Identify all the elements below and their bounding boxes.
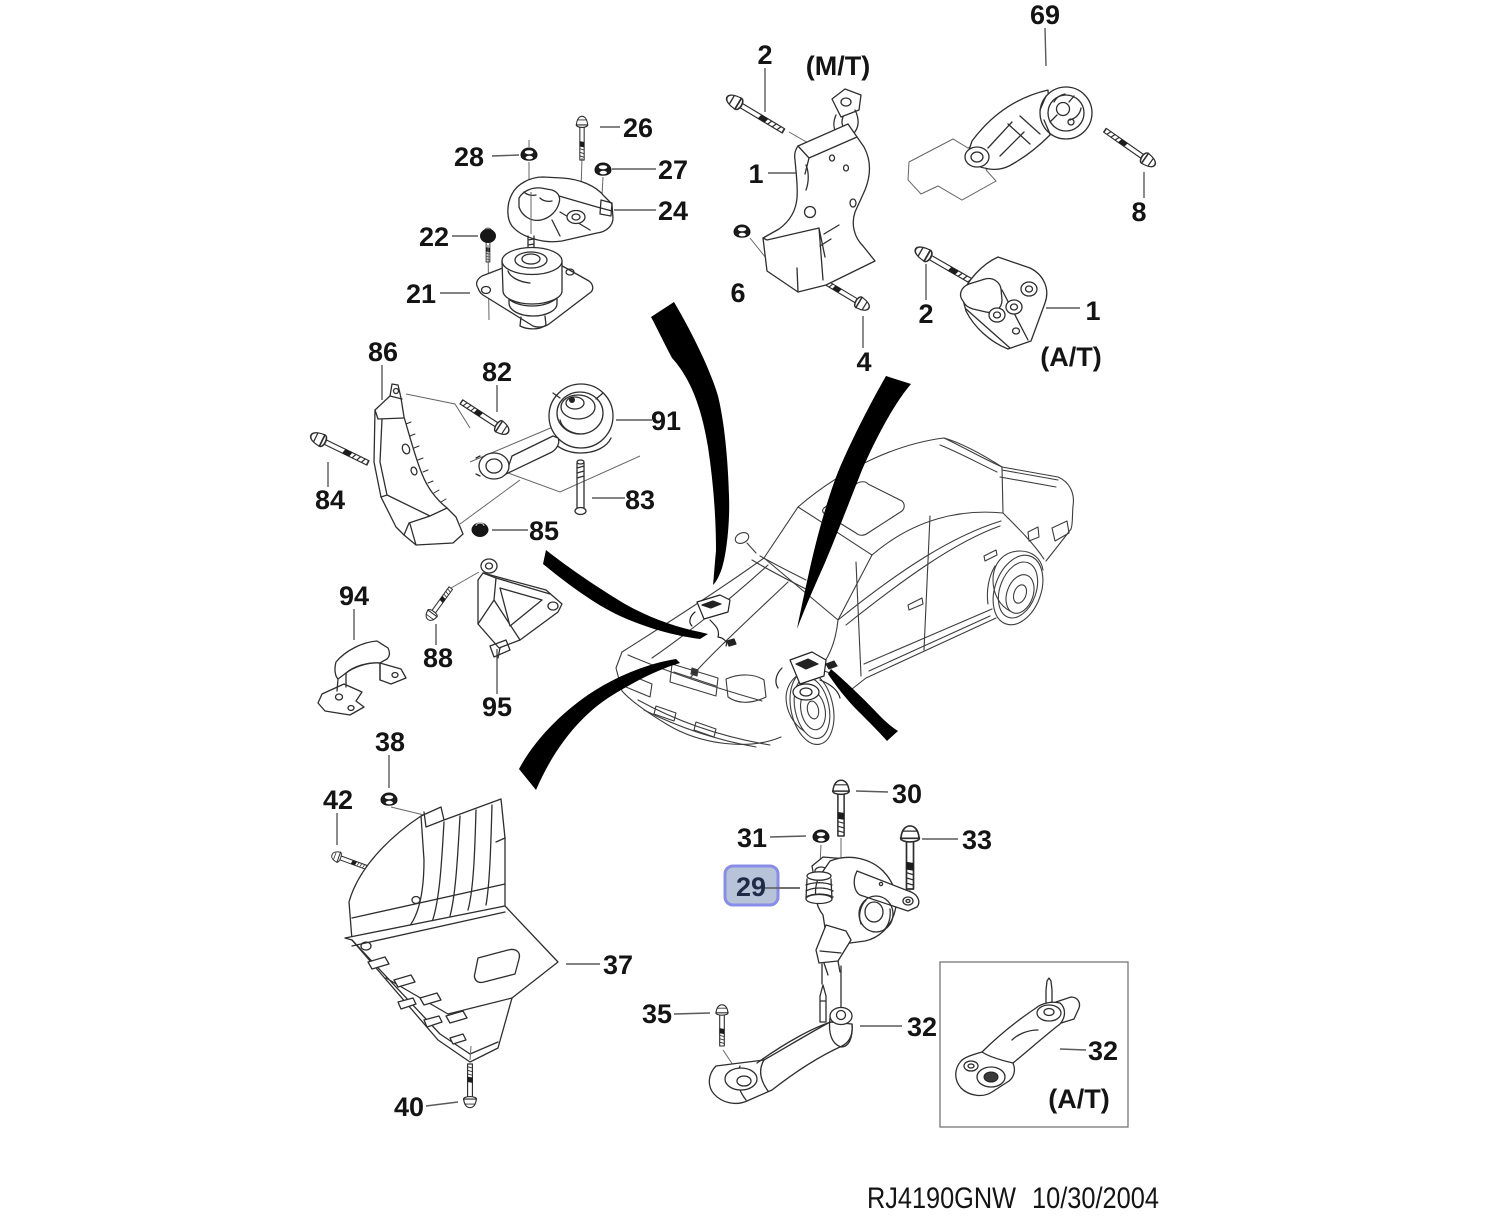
svg-text:(A/T): (A/T)	[1040, 342, 1101, 372]
svg-text:24: 24	[658, 196, 688, 226]
svg-text:33: 33	[962, 825, 992, 855]
svg-text:4: 4	[856, 347, 871, 377]
svg-text:RJ4190GNW: RJ4190GNW	[867, 1182, 1017, 1215]
svg-text:21: 21	[406, 279, 436, 309]
svg-text:6: 6	[730, 278, 745, 308]
svg-text:31: 31	[737, 823, 767, 853]
svg-text:40: 40	[394, 1092, 424, 1122]
svg-text:32: 32	[907, 1012, 937, 1042]
svg-text:85: 85	[529, 516, 559, 546]
svg-text:35: 35	[642, 999, 672, 1029]
svg-text:86: 86	[368, 337, 398, 367]
svg-text:94: 94	[339, 581, 369, 611]
svg-text:1: 1	[748, 159, 763, 189]
svg-text:82: 82	[482, 357, 512, 387]
svg-text:95: 95	[482, 692, 512, 722]
svg-text:27: 27	[658, 155, 688, 185]
svg-text:1: 1	[1085, 296, 1100, 326]
svg-text:84: 84	[315, 485, 345, 515]
svg-text:26: 26	[623, 113, 653, 143]
svg-text:30: 30	[892, 779, 922, 809]
svg-text:2: 2	[757, 40, 772, 70]
svg-text:42: 42	[323, 785, 353, 815]
svg-text:2: 2	[918, 299, 933, 329]
svg-text:29: 29	[736, 872, 766, 902]
svg-text:8: 8	[1131, 197, 1146, 227]
svg-text:38: 38	[375, 727, 405, 757]
svg-text:28: 28	[454, 142, 484, 172]
svg-text:(M/T): (M/T)	[806, 51, 870, 81]
svg-text:83: 83	[625, 485, 655, 515]
svg-text:(A/T): (A/T)	[1048, 1084, 1109, 1114]
svg-text:37: 37	[603, 950, 633, 980]
svg-text:69: 69	[1030, 0, 1060, 30]
svg-text:91: 91	[651, 406, 681, 436]
svg-text:88: 88	[423, 643, 453, 673]
svg-text:22: 22	[419, 222, 449, 252]
svg-text:32: 32	[1088, 1036, 1118, 1066]
svg-text:10/30/2004: 10/30/2004	[1032, 1182, 1159, 1215]
